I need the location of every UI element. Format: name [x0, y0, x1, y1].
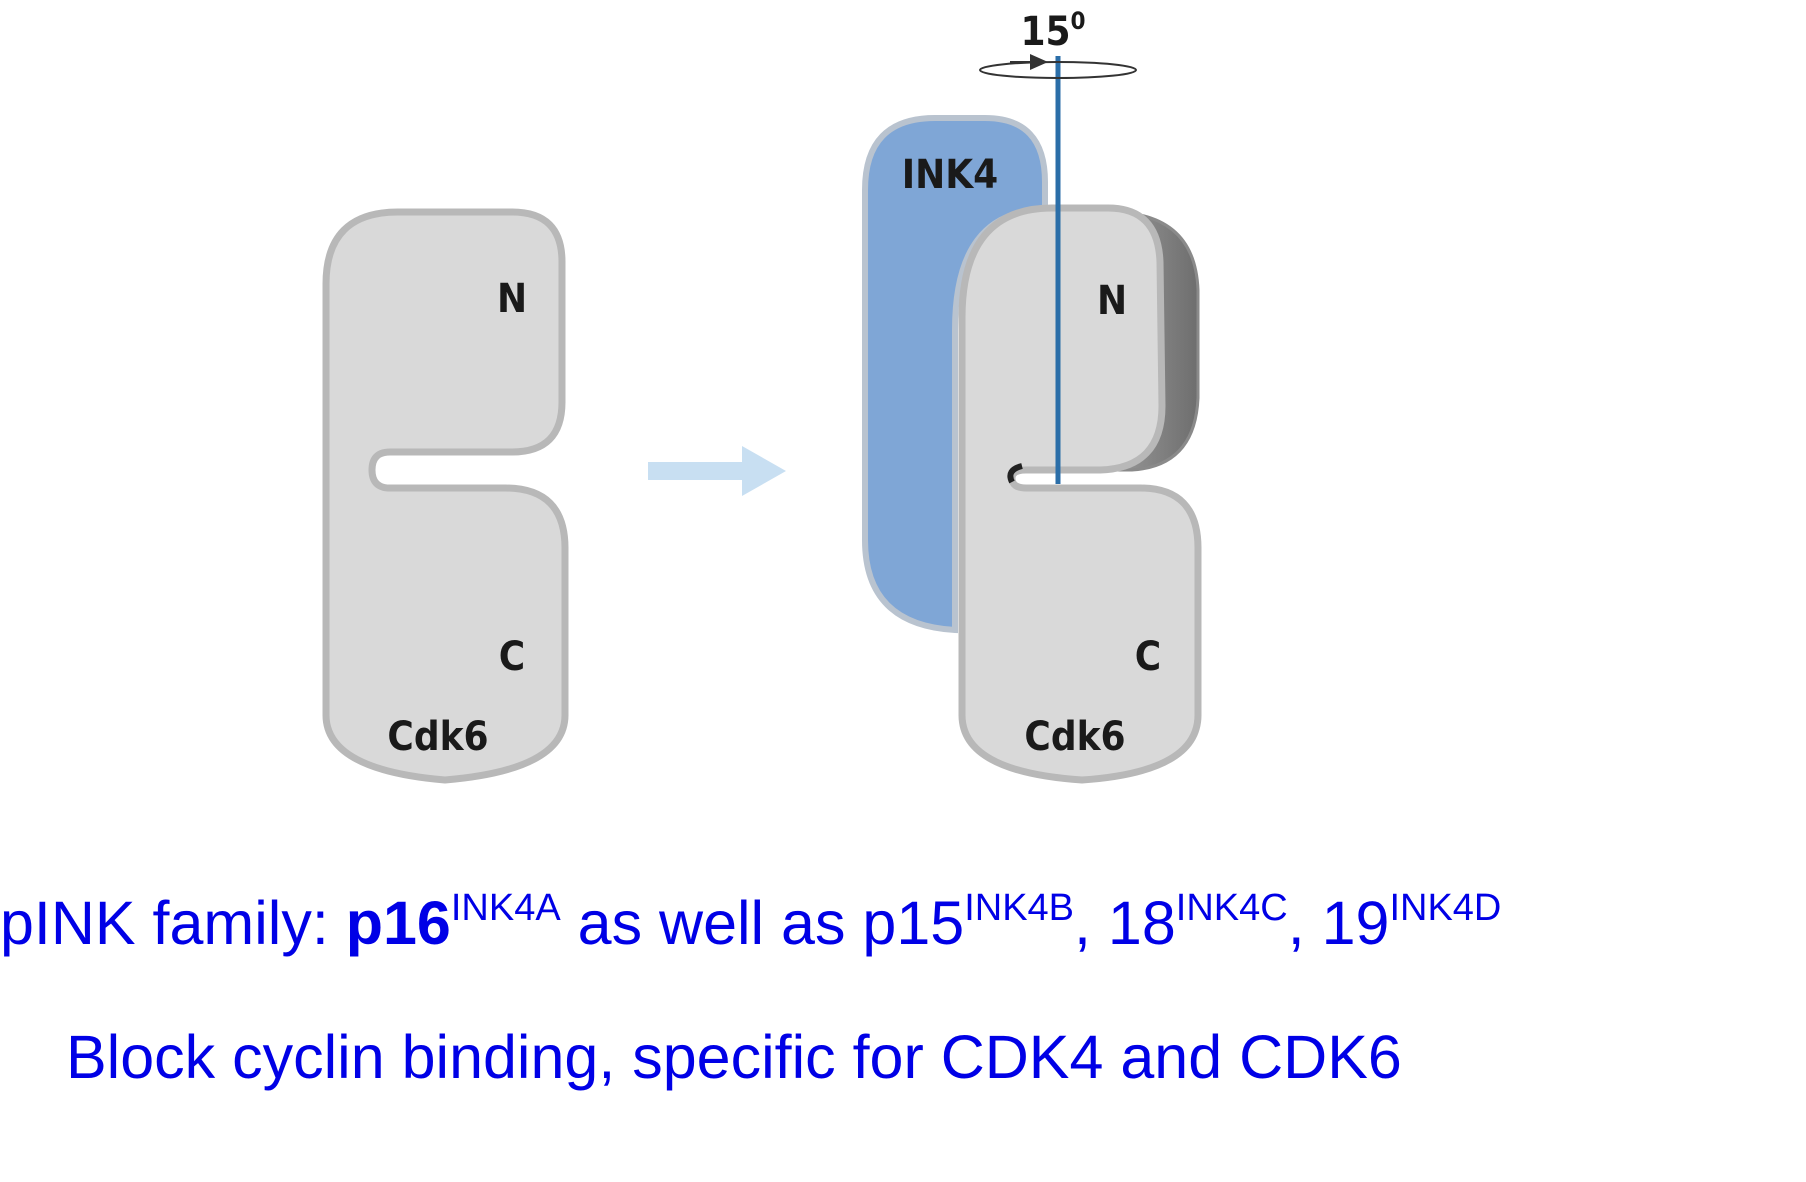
cdk6-left-name-label: Cdk6 — [387, 714, 488, 760]
ink4-label: INK4 — [902, 152, 998, 198]
cdk6-right-n-label: N — [1097, 278, 1127, 324]
rotation-angle-label: 150 — [1020, 7, 1085, 55]
caption-prefix: pINK family: — [0, 889, 346, 957]
cdk6-left-n-label: N — [497, 276, 527, 322]
caption-mid: as well as p15 — [560, 889, 965, 957]
caption-p15-superscript: INK4B — [964, 887, 1075, 929]
rotation-angle-number: 15 — [1020, 9, 1070, 55]
cdk6-left-domain: N C Cdk6 — [322, 208, 569, 784]
caption-line-2: Block cyclin binding, specific for CDK4 … — [66, 1023, 1402, 1091]
caption-line-1: pINK family: p16INK4A as well as p15INK4… — [0, 887, 1502, 967]
rotation-ellipse — [979, 61, 1137, 79]
cdk6-right-shape — [958, 204, 1202, 784]
rotation-axis: 150 — [979, 7, 1137, 484]
cdk6-right-c-label: C — [1135, 634, 1161, 680]
cdk6-left-c-label: C — [499, 634, 525, 680]
caption-p18-superscript: INK4C — [1175, 887, 1288, 929]
ink4-inhibitor: INK4 — [862, 115, 1048, 634]
cdk6-right-domain: N C Cdk6 — [958, 204, 1202, 784]
caption-sep-19: , 19 — [1287, 889, 1390, 957]
cdk6-right-name-label: Cdk6 — [1024, 714, 1125, 760]
caption-p19-superscript: INK4D — [1389, 887, 1502, 929]
rotation-angle-unit: 0 — [1071, 7, 1086, 35]
cdk6-left-shape — [322, 208, 569, 784]
caption-p16-superscript: INK4A — [450, 887, 561, 929]
transition-arrow — [648, 446, 786, 496]
caption-sep-18: , 18 — [1074, 889, 1176, 957]
caption-p16: p16 — [345, 889, 451, 957]
